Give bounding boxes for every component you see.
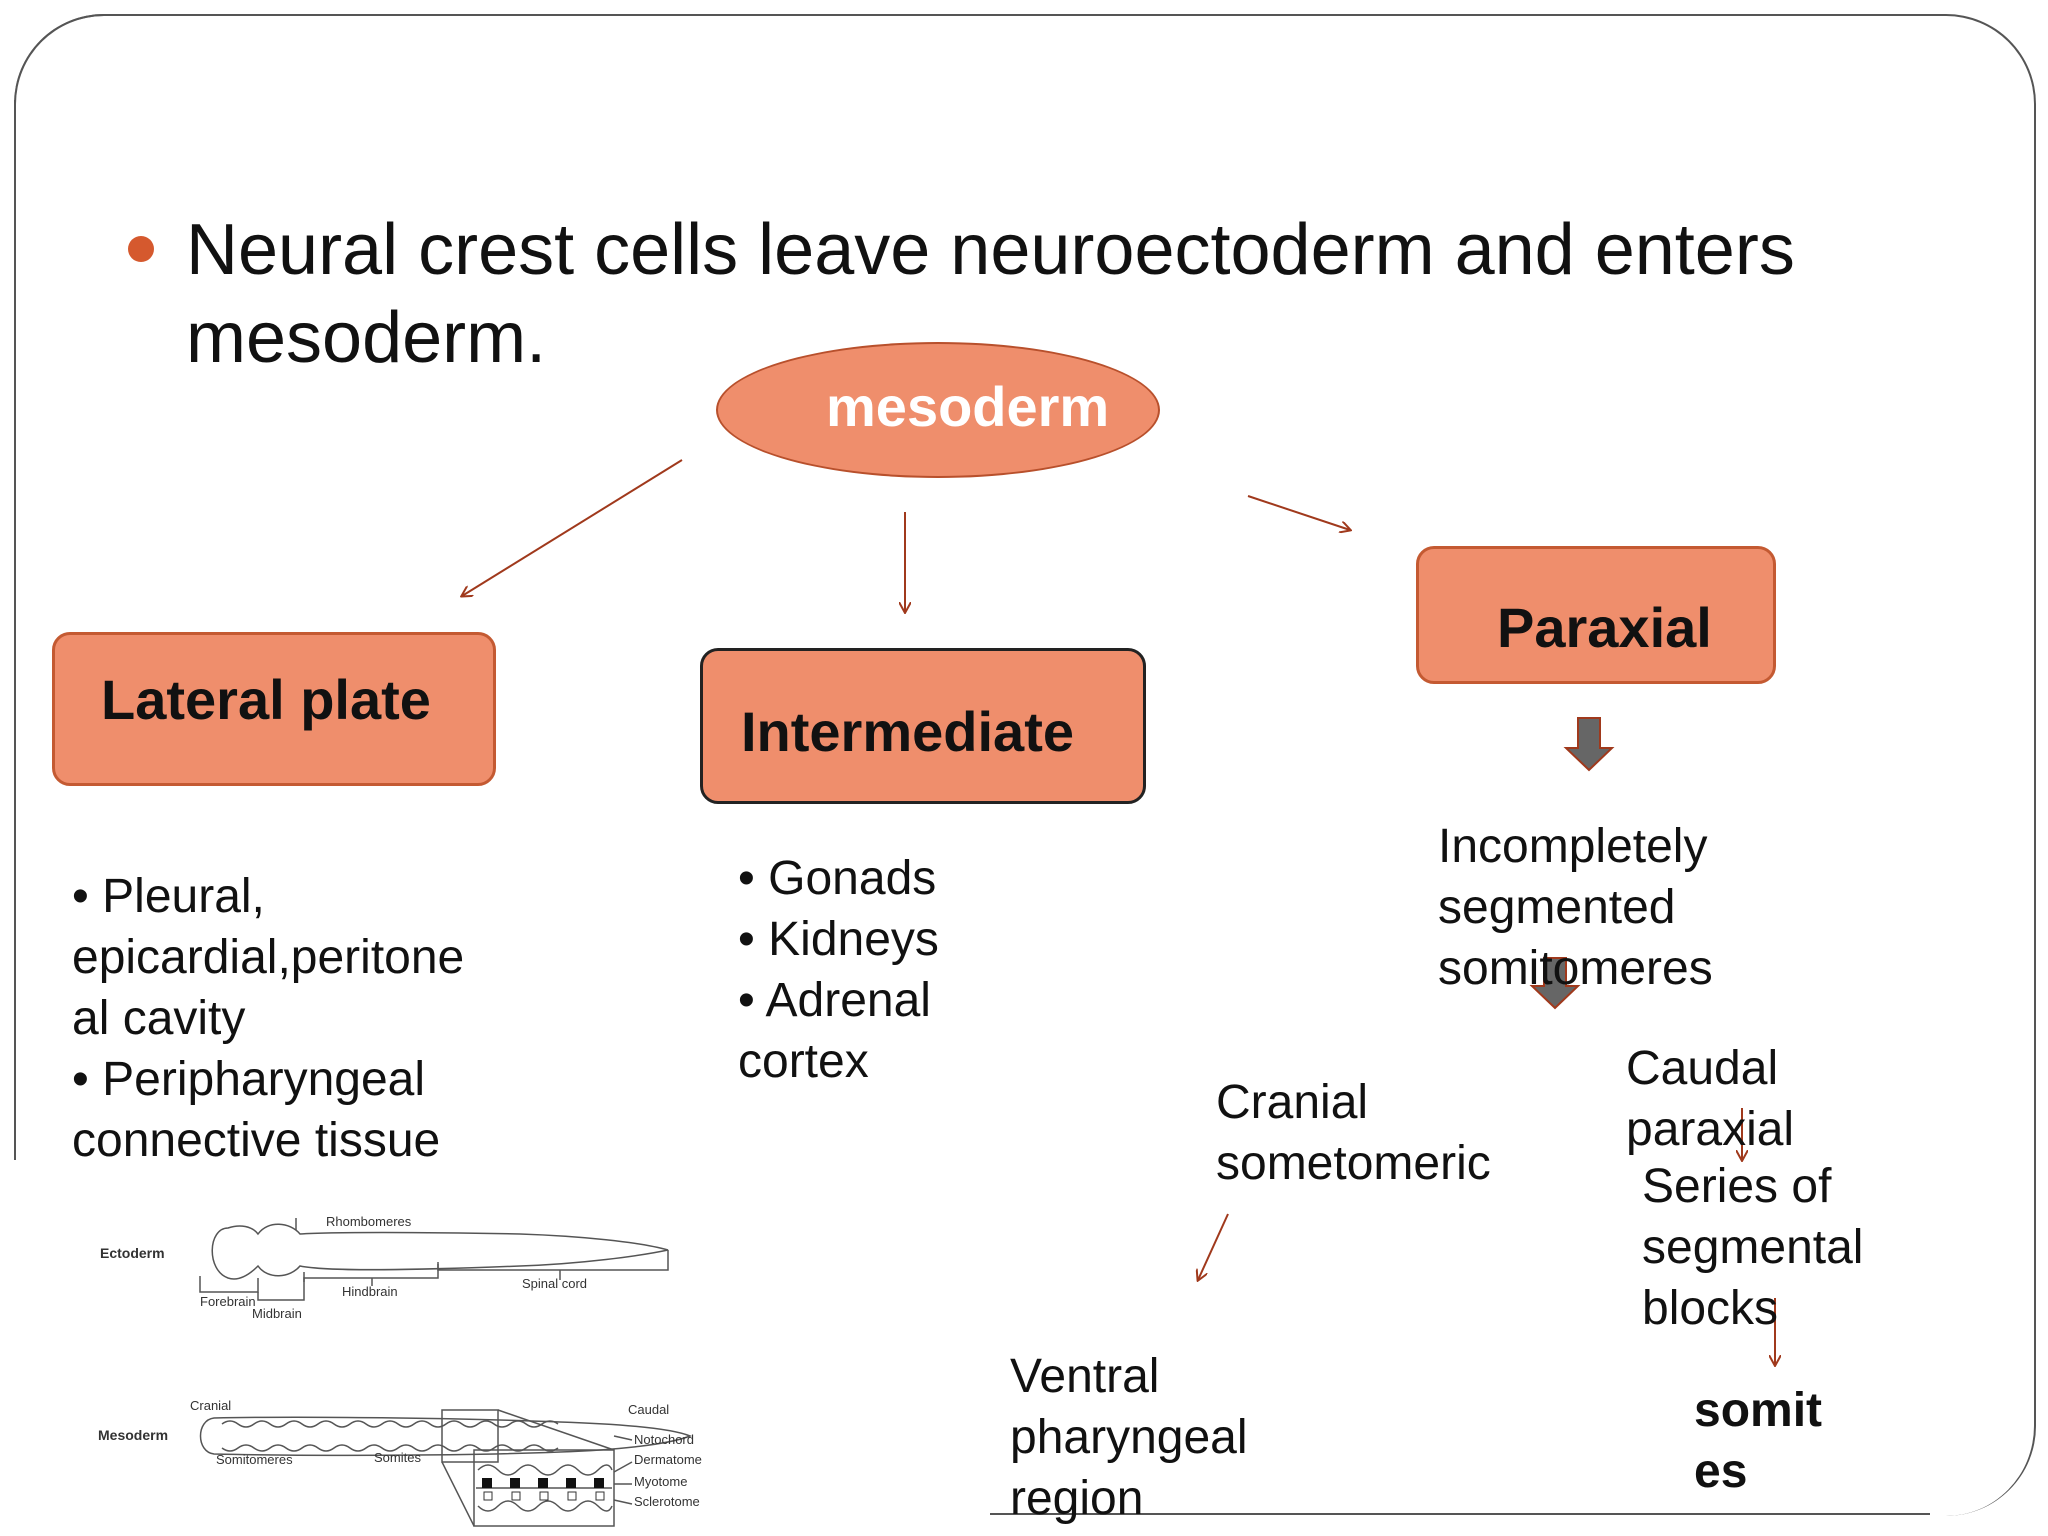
lateral-items: • Pleural, epicardial,peritone al cavity… [72,866,464,1171]
intermediate-label: Intermediate [741,700,1074,763]
fig-sclerotome: Sclerotome [634,1494,700,1509]
fig-hindbrain: Hindbrain [342,1284,398,1299]
arrow-to-ventral [1198,1213,1229,1280]
intermediate-node: Intermediate [700,648,1146,804]
ventral-text: Ventral pharyngeal region [1010,1350,1248,1525]
segmental-blocks-text: Series of segmental blocks [1642,1160,1864,1335]
fig-midbrain: Midbrain [252,1306,302,1321]
lateral-plate-node: Lateral plate [52,632,496,786]
fig-caudal: Caudal [628,1402,669,1417]
intermediate-items: • Gonads • Kidneys • Adrenal cortex [738,848,939,1092]
somitomeres-text: Incompletely segmented somitomeres [1438,820,1713,995]
cranial-text: Cranial sometomeric [1216,1076,1491,1190]
lateral-plate-label: Lateral plate [101,668,431,731]
mesoderm-schematic [199,1409,693,1527]
bullet-dot [128,236,154,262]
intermediate-item: • Kidneys [738,913,939,966]
mesoderm-node: mesoderm [716,342,1160,478]
somites-text: somit es [1694,1384,1823,1498]
somite-blocks [482,1478,605,1501]
block-arrow-paraxial [1563,717,1615,772]
caudal-text: Caudal paraxial [1626,1042,1795,1156]
headline: Neural crest cells leave neuroectoderm a… [186,210,1795,378]
arrow-to-lateral [462,459,683,596]
ectoderm-schematic [199,1218,669,1301]
slide-frame-left [14,100,16,1160]
intermediate-item: cortex [738,1035,869,1088]
fig-somitomeres: Somitomeres [216,1452,293,1467]
fig-myotome: Myotome [634,1474,687,1489]
fig-spinal-cord: Spinal cord [522,1276,587,1291]
lateral-item: al cavity [72,992,246,1045]
lateral-item: • Peripharyngeal [72,1053,426,1106]
fig-dermatome: Dermatome [634,1452,702,1467]
intermediate-item: • Gonads [738,852,937,905]
block-arrow-somitomeres [1529,957,1581,1010]
lateral-item: • Pleural, [72,870,265,923]
lateral-item: connective tissue [72,1114,441,1167]
mesoderm-node-label: mesoderm [826,375,1110,438]
fig-rhombomeres: Rhombomeres [326,1214,412,1229]
slide-frame [14,14,2036,1516]
fig-forebrain: Forebrain [200,1294,256,1309]
fig-ectoderm-label: Ectoderm [100,1245,165,1261]
fig-notochord: Notochord [634,1432,694,1447]
arrow-to-paraxial [1247,495,1350,530]
lateral-item: epicardial,peritone [72,931,465,984]
paraxial-node: Paraxial [1416,546,1776,684]
fig-mesoderm-label: Mesoderm [98,1427,168,1443]
fig-somites: Somites [374,1450,421,1465]
fig-cranial: Cranial [190,1398,231,1413]
intermediate-item: • Adrenal [738,974,931,1027]
paraxial-label: Paraxial [1497,596,1712,659]
